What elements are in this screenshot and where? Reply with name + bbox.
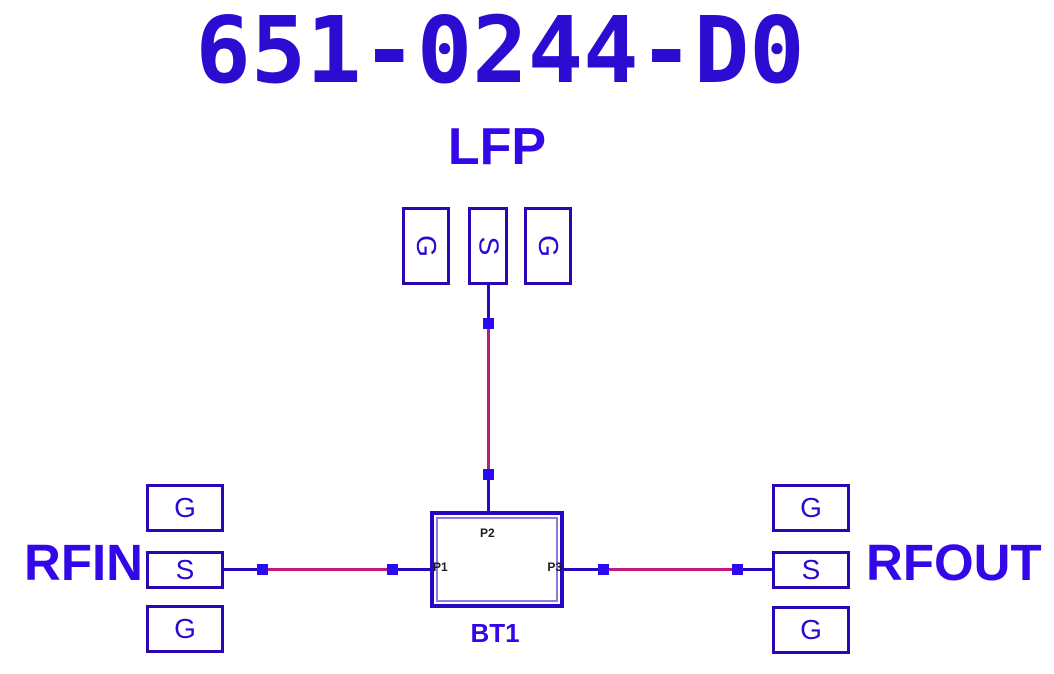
pad-top-signal-label: S <box>473 236 504 256</box>
pad-top-ground-1[interactable]: G <box>402 207 450 285</box>
pad-left-ground-2-label: G <box>174 613 196 644</box>
pin-label-p2: P2 <box>480 526 495 540</box>
pad-right-signal-label: S <box>801 554 821 585</box>
wire-left-net[interactable] <box>262 568 392 571</box>
pin-label-p1: P1 <box>433 560 448 574</box>
wire-right-net[interactable] <box>603 568 737 571</box>
pad-top-signal[interactable]: S <box>468 207 508 285</box>
wire-top-net[interactable] <box>487 323 490 474</box>
pad-left-signal[interactable]: S <box>146 551 224 589</box>
pad-right-ground-2-label: G <box>800 614 822 645</box>
port-name-rfin: RFIN <box>24 534 143 591</box>
component-bt1-inner-outline <box>436 517 558 602</box>
junction-right-inner <box>598 564 609 575</box>
pad-top-ground-1-label: G <box>411 235 442 257</box>
pad-right-ground-1[interactable]: G <box>772 484 850 532</box>
pad-left-ground-1-label: G <box>174 492 196 523</box>
wire-left-stub-pin[interactable] <box>392 568 432 571</box>
schematic-title: 651-0244-D0 <box>195 0 805 104</box>
junction-left-inner <box>387 564 398 575</box>
port-name-lfp: LFP <box>447 118 547 176</box>
pin-label-p3: P3 <box>547 560 562 574</box>
port-name-rfout: RFOUT <box>866 534 1042 591</box>
component-refdes-bt1: BT1 <box>470 618 520 648</box>
pad-right-signal[interactable]: S <box>772 551 850 589</box>
pad-left-ground-2[interactable]: G <box>146 605 224 653</box>
wire-top-stub-pin[interactable] <box>487 474 490 513</box>
pad-left-signal-label: S <box>175 554 195 585</box>
wire-top-stub-pad[interactable] <box>487 284 490 323</box>
junction-top-inner <box>483 469 494 480</box>
pad-right-ground-1-label: G <box>800 492 822 523</box>
pad-left-ground-1[interactable]: G <box>146 484 224 532</box>
component-bt1[interactable]: P1 P2 P3 <box>430 511 564 608</box>
pad-top-ground-2[interactable]: G <box>524 207 572 285</box>
wire-right-stub-pin[interactable] <box>562 568 603 571</box>
pad-top-ground-2-label: G <box>533 235 564 257</box>
junction-top-outer <box>483 318 494 329</box>
wire-left-stub-pad[interactable] <box>224 568 262 571</box>
wire-right-stub-pad[interactable] <box>737 568 774 571</box>
pad-right-ground-2[interactable]: G <box>772 606 850 654</box>
junction-right-outer <box>732 564 743 575</box>
junction-left-outer <box>257 564 268 575</box>
